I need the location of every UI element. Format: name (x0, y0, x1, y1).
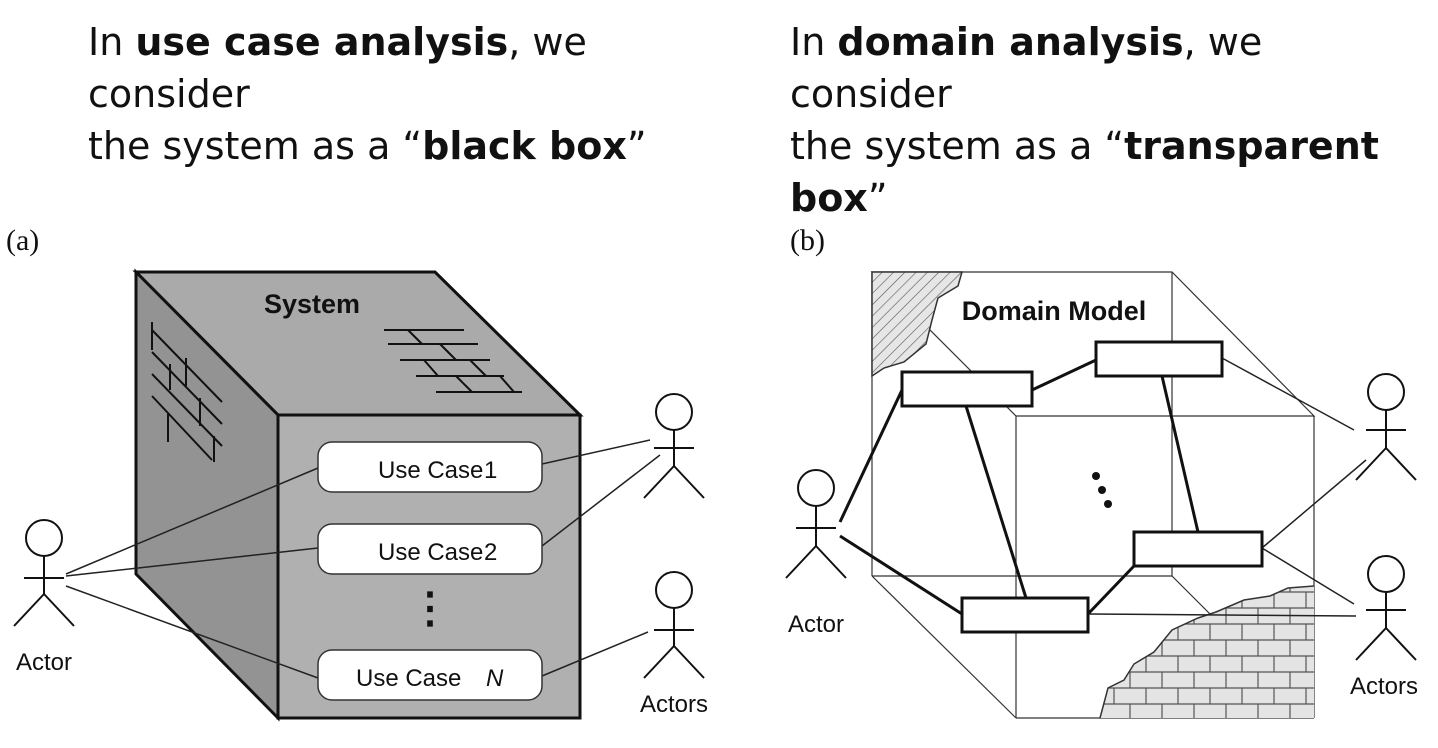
system-box-title: System (264, 289, 360, 319)
left-heading: In use case analysis, we consider the sy… (88, 16, 708, 172)
actor-label: Actor (788, 611, 844, 638)
domain-model-title: Domain Model (962, 296, 1147, 326)
use-case-2: Use Case 2 (317, 523, 543, 575)
actor-figure-icon (1355, 373, 1417, 481)
domain-concept-box (1094, 340, 1224, 378)
panel-a-associations (65, 439, 661, 679)
use-case-n-prefix: Use Case (356, 665, 461, 692)
domain-actor-links (1087, 357, 1367, 617)
brick-wall-texture (1099, 585, 1315, 719)
domain-concept-box (960, 596, 1090, 634)
use-case-1-number: 1 (484, 457, 497, 484)
top-brick-texture (384, 329, 522, 393)
use-case-1: Use Case 1 (317, 441, 543, 493)
actor-label: Actor (16, 649, 72, 676)
side-brick-texture (151, 322, 223, 462)
left-heading-line2: the system as a “black box” (88, 124, 647, 168)
use-case-2-prefix: Use Case (378, 539, 483, 566)
domain-model-links (838, 358, 1200, 616)
use-case-n: Use Case N (317, 649, 543, 701)
right-heading-line2: the system as a “transparent (790, 124, 1379, 168)
actor-figure-icon (1355, 555, 1417, 661)
hatched-wall-texture (871, 271, 963, 378)
panel-b: (b) Domain Model (785, 224, 1418, 719)
use-case-1-prefix: Use Case (378, 457, 483, 484)
actors-label: Actors (1350, 673, 1418, 700)
right-heading: In domain analysis, we consider the syst… (790, 16, 1410, 224)
use-case-2-number: 2 (484, 539, 497, 566)
panel-a: (a) System (6, 224, 708, 722)
use-case-ellipsis: ⋮ (409, 584, 451, 631)
right-heading-line3: box” (790, 176, 888, 220)
domain-concept-box (1132, 530, 1264, 568)
use-case-n-number: N (486, 665, 504, 692)
domain-ellipsis-dots (1092, 472, 1112, 508)
actor-figure-icon (643, 393, 705, 499)
actor-figure-icon (643, 571, 705, 679)
panel-b-tag: (b) (790, 224, 825, 257)
panel-a-tag: (a) (6, 224, 39, 257)
actor-figure-icon (13, 519, 75, 627)
left-heading-line1: In use case analysis, we consider (88, 20, 587, 116)
actor-figure-icon (785, 469, 847, 579)
actors-label: Actors (640, 691, 708, 718)
right-heading-line1: In domain analysis, we consider (790, 20, 1263, 116)
domain-concept-box (900, 370, 1034, 408)
